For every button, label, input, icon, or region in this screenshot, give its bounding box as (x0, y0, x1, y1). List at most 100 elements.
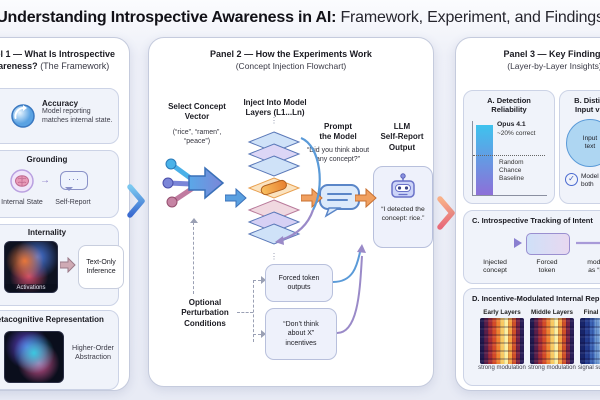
internality-title: Internality (27, 228, 67, 237)
metacognitive-title: Metacognitive Representation (0, 315, 104, 324)
activations-image: Activations (4, 241, 58, 293)
chevron-right-icon-2 (437, 196, 455, 230)
heatmap-col-final: Final Layers signal suppressed (578, 309, 600, 371)
bar-score-label: ~20% correct (497, 130, 536, 137)
dashed-up-arrowhead (190, 214, 198, 223)
dont-think-box: “Don’t think about X” incentives (265, 308, 337, 360)
step2-label: Inject Into Model Layers (L1...Ln) (243, 98, 307, 118)
baseline-label: Random Chance Baseline (499, 159, 524, 183)
perturbation-label: Optional Perturbation Conditions (181, 298, 229, 328)
accuracy-title: Accuracy (42, 99, 79, 108)
panel-1-title: Panel 1 — What Is Introspective Awarenes… (0, 49, 116, 71)
model-layers-stack-icon (247, 131, 301, 245)
cardD-title: D. Incentive-Modulated Internal Represen… (472, 294, 600, 303)
panel-2-experiment: Panel 2 — How the Experiments Work (Conc… (148, 37, 434, 387)
check-icon: ✓ (565, 173, 578, 186)
heatmap-col-middle: Middle Layers strong modulation (528, 309, 576, 371)
grounding-left-label: Internal State (1, 199, 43, 206)
self-report-bubble-icon: ··· (60, 171, 88, 191)
heatmap-col-early: Early Layers strong modulation (478, 309, 526, 371)
card-accuracy: Accuracy Model reporting matches interna… (0, 88, 119, 144)
text-only-inference-box: Text-Only Inference (78, 245, 124, 289)
heatmap-early-caption: strong modulation (478, 365, 526, 371)
step1-sub: (“rice”, “ramen”, “peace”) (172, 129, 222, 146)
intent-label-3: model reports as “intended” (587, 259, 600, 275)
panel-1-header: Panel 1 — What Is Introspective Awarenes… (0, 49, 127, 72)
metacognitive-desc: Higher-Order Abstraction (72, 343, 114, 361)
heatmap-middle (530, 318, 574, 364)
page-title-bold: Understanding Introspective Awareness in… (0, 9, 337, 26)
cardB-note-text: Model detects both (581, 173, 599, 189)
flow-arrow-1-icon (225, 188, 247, 208)
panel-2-header: Panel 2 — How the Experiments Work (Conc… (151, 49, 431, 72)
step3-sub: “Did you think about any concept?” (306, 147, 370, 164)
flow-arrow-3-icon (355, 188, 377, 208)
card-internality: Internality Activations Text-Only Infere… (0, 224, 124, 306)
panel-2-title: Panel 2 — How the Experiments Work (210, 49, 372, 59)
cardB-title: B. Distinguishing Input vs. Internal (574, 96, 600, 115)
heatmap-early-label: Early Layers (483, 309, 521, 316)
cardC-title: C. Introspective Tracking of Intent (472, 216, 593, 225)
activations-caption: Activations (5, 284, 57, 292)
intent-arrow-2-icon (576, 241, 600, 245)
forced-token-box: Forced token outputs (265, 264, 333, 302)
grounding-arrow-icon: → (40, 175, 50, 186)
heatmap-final-caption: signal suppressed (578, 365, 600, 371)
branch-1-arrowhead (261, 276, 270, 284)
brain-render-image (4, 331, 64, 383)
step3-label: Prompt the Model (319, 122, 357, 142)
llm-output-quote: “I detected the concept: rice.” (381, 206, 425, 222)
chevron-right-icon (127, 184, 145, 218)
panel-3-title: Panel 3 — Key Findings (503, 49, 600, 59)
panel-1-subtitle: (The Framework) (40, 60, 110, 71)
grounding-right-label: Self-Report (55, 199, 91, 206)
dashed-line-vertical (193, 222, 194, 294)
opus-bar (476, 125, 493, 195)
panel-2-subtitle: (Concept Injection Flowchart) (235, 60, 347, 71)
forced-token-chip (526, 233, 570, 255)
step1-label: Select Concept Vector (168, 102, 226, 122)
dashed-connector (237, 312, 253, 313)
llm-output-box: “I detected the concept: rice.” (373, 166, 433, 248)
page-title-regular: Framework, Experiment, and Findings (340, 9, 600, 26)
dashed-branch-2 (253, 334, 261, 335)
branch-2-arrowhead (261, 330, 270, 338)
brain-icon (10, 169, 34, 193)
internality-arrow-icon (60, 257, 76, 273)
panel-3-findings: Panel 3 — Key Findings (Layer-by-Layer I… (455, 37, 600, 391)
panel-3-subtitle: (Layer-by-Layer Insights) (507, 60, 600, 71)
heatmap-middle-label: Middle Layers (531, 309, 573, 316)
dashed-bracket (253, 280, 254, 342)
accuracy-desc: Model reporting matches internal state. (42, 108, 113, 124)
dots-above-stack: ⋮ (270, 116, 278, 125)
intent-label-1: Injected concept (483, 259, 507, 275)
flow-arrow-2-icon (301, 188, 323, 208)
concept-vector-icon (162, 158, 225, 208)
card-input-vs-internal: B. Distinguishing Input vs. Internal Inp… (559, 90, 600, 204)
heatmap-early (480, 318, 524, 364)
card-detection-reliability: A. Detection Reliability Opus 4.1 ~20% c… (463, 90, 555, 204)
dashed-branch-1 (253, 280, 261, 281)
heatmap-final (580, 318, 600, 364)
intent-arrow-1-icon (474, 238, 522, 248)
card-incentive-modulation: D. Incentive-Modulated Internal Represen… (463, 288, 600, 386)
panel-1-framework: Panel 1 — What Is Introspective Awarenes… (0, 37, 130, 391)
reliability-chart: Opus 4.1 ~20% correct Random Chance Base… (472, 121, 547, 196)
grounding-title: Grounding (26, 155, 68, 164)
accuracy-target-icon (11, 104, 35, 128)
cardB-note: ✓ Model detects both (565, 173, 600, 189)
card-grounding: Grounding → ··· Internal State Self-Repo… (0, 150, 119, 218)
baseline-dotted-line (473, 155, 545, 156)
step4-label: LLM Self-Report Output (380, 122, 424, 152)
heatmap-middle-caption: strong modulation (528, 365, 576, 371)
page-title: Understanding Introspective Awareness in… (0, 9, 600, 27)
heatmap-final-label: Final Layers (583, 309, 600, 316)
intent-label-2: Forced token (536, 259, 558, 275)
card-metacognitive: Metacognitive Representation Higher-Orde… (0, 310, 119, 390)
card-intent-tracking: C. Introspective Tracking of Intent Inje… (463, 210, 600, 284)
robot-icon (391, 173, 415, 198)
dots-below-stack: ⋮ (270, 252, 278, 261)
panel-3-header: Panel 3 — Key Findings (Layer-by-Layer I… (458, 49, 600, 72)
bar-model-label: Opus 4.1 (497, 121, 526, 128)
